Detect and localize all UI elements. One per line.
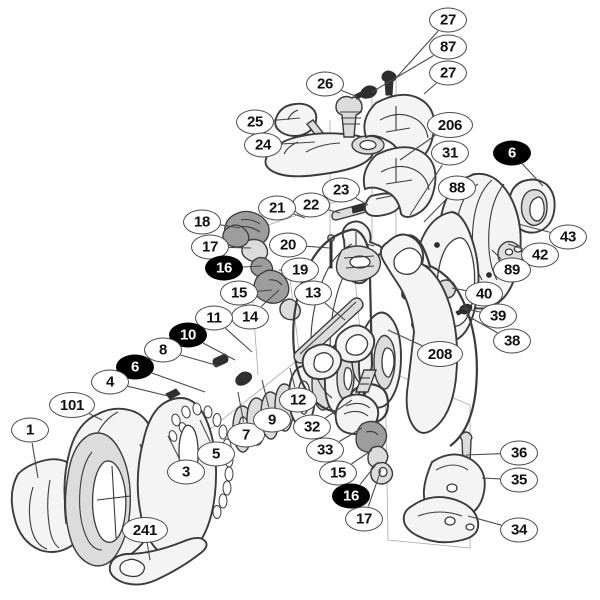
callout-27[interactable]: 27 [429,7,467,33]
leader-line-26 [341,89,359,98]
leader-line-17 [367,469,382,507]
leader-line-38 [465,314,498,334]
callout-5[interactable]: 5 [197,441,235,467]
leader-line-17 [228,246,252,249]
leader-line-89 [491,249,502,260]
leader-line-27 [423,82,437,95]
tool-241 [108,536,208,586]
callout-12[interactable]: 12 [279,387,317,413]
leader-line-20 [306,245,331,249]
callout-19[interactable]: 19 [281,257,319,283]
leader-line-6 [521,163,544,187]
callout-15[interactable]: 15 [220,280,258,306]
leader-line-3 [167,435,181,460]
callout-43[interactable]: 43 [549,224,587,250]
leader-line-31 [409,164,443,216]
leader-line-4 [127,385,169,397]
leader-line-16 [359,461,379,485]
callout-31[interactable]: 31 [431,140,469,166]
leader-line-42 [507,243,524,250]
callout-89[interactable]: 89 [493,257,531,283]
callout-208[interactable]: 208 [417,341,463,367]
callout-87[interactable]: 87 [429,34,467,60]
callout-101[interactable]: 101 [49,392,95,418]
callout-leader-lines [31,30,551,561]
leader-line-15 [351,449,373,465]
leader-line-33 [339,427,363,442]
leader-line-40 [451,287,466,292]
callout-21[interactable]: 21 [258,195,296,221]
callout-18[interactable]: 18 [183,209,221,235]
callout-3[interactable]: 3 [167,459,205,485]
leader-line-32 [325,399,353,419]
callout-4[interactable]: 4 [91,369,129,395]
callout-25[interactable]: 25 [236,109,274,135]
callout-14[interactable]: 14 [231,304,269,330]
callout-10[interactable]: 10 [169,322,207,348]
leader-line-101 [88,413,103,421]
leader-line-24 [281,141,316,145]
callout-13[interactable]: 13 [294,280,332,306]
callout-34[interactable]: 34 [500,517,538,543]
callout-33[interactable]: 33 [306,437,344,463]
callout-36[interactable]: 36 [500,440,538,466]
leader-line-27 [395,30,439,79]
callout-206[interactable]: 206 [427,112,473,138]
callout-17[interactable]: 17 [345,506,383,532]
callout-241[interactable]: 241 [122,517,168,543]
leader-line-206 [399,134,436,161]
leader-line-36 [465,453,501,456]
leader-line-12 [289,367,296,388]
leader-line-87 [371,55,434,93]
leader-line-14 [260,289,280,307]
leader-line-11 [225,327,253,353]
leader-line-35 [481,477,501,480]
callout-9[interactable]: 9 [253,407,291,433]
leader-line-18 [220,224,241,229]
leader-line-10 [202,342,236,361]
callout-16[interactable]: 16 [332,483,370,509]
leader-line-6 [151,372,206,393]
leader-line-1 [31,442,39,479]
leader-line-5 [199,419,211,442]
leader-line-241 [146,542,151,561]
callout-20[interactable]: 20 [269,232,307,258]
callout-35[interactable]: 35 [500,467,538,493]
bail-bracket-group [379,233,486,544]
callout-26[interactable]: 26 [306,71,344,97]
leader-line-23 [355,197,369,206]
handle-crank-group [264,70,437,218]
callout-23[interactable]: 23 [322,177,360,203]
callout-1[interactable]: 1 [11,417,49,443]
leader-line-9 [261,379,270,408]
callout-27[interactable]: 27 [429,60,467,86]
leader-line-15 [257,289,273,292]
callout-15[interactable]: 15 [319,460,357,486]
leader-line-34 [467,515,502,526]
leader-line-43 [517,223,551,233]
leader-line-39 [461,307,481,313]
leader-line-7 [237,391,245,423]
leader-line-8 [180,354,220,367]
callout-22[interactable]: 22 [292,192,330,218]
callout-39[interactable]: 39 [479,303,517,329]
leader-line-25 [273,117,301,121]
leader-line-13 [324,302,346,321]
callout-32[interactable]: 32 [293,414,331,440]
leader-line-16 [242,265,263,268]
callout-24[interactable]: 24 [244,132,282,158]
leader-line-208 [387,329,423,347]
callout-6[interactable]: 6 [493,140,531,166]
callout-8[interactable]: 8 [144,337,182,363]
callout-38[interactable]: 38 [493,328,531,354]
leader-line-22 [328,209,341,214]
callout-88[interactable]: 88 [438,175,476,201]
leader-line-88 [423,198,447,223]
leader-line-21 [293,213,306,219]
callout-16[interactable]: 16 [205,255,243,281]
